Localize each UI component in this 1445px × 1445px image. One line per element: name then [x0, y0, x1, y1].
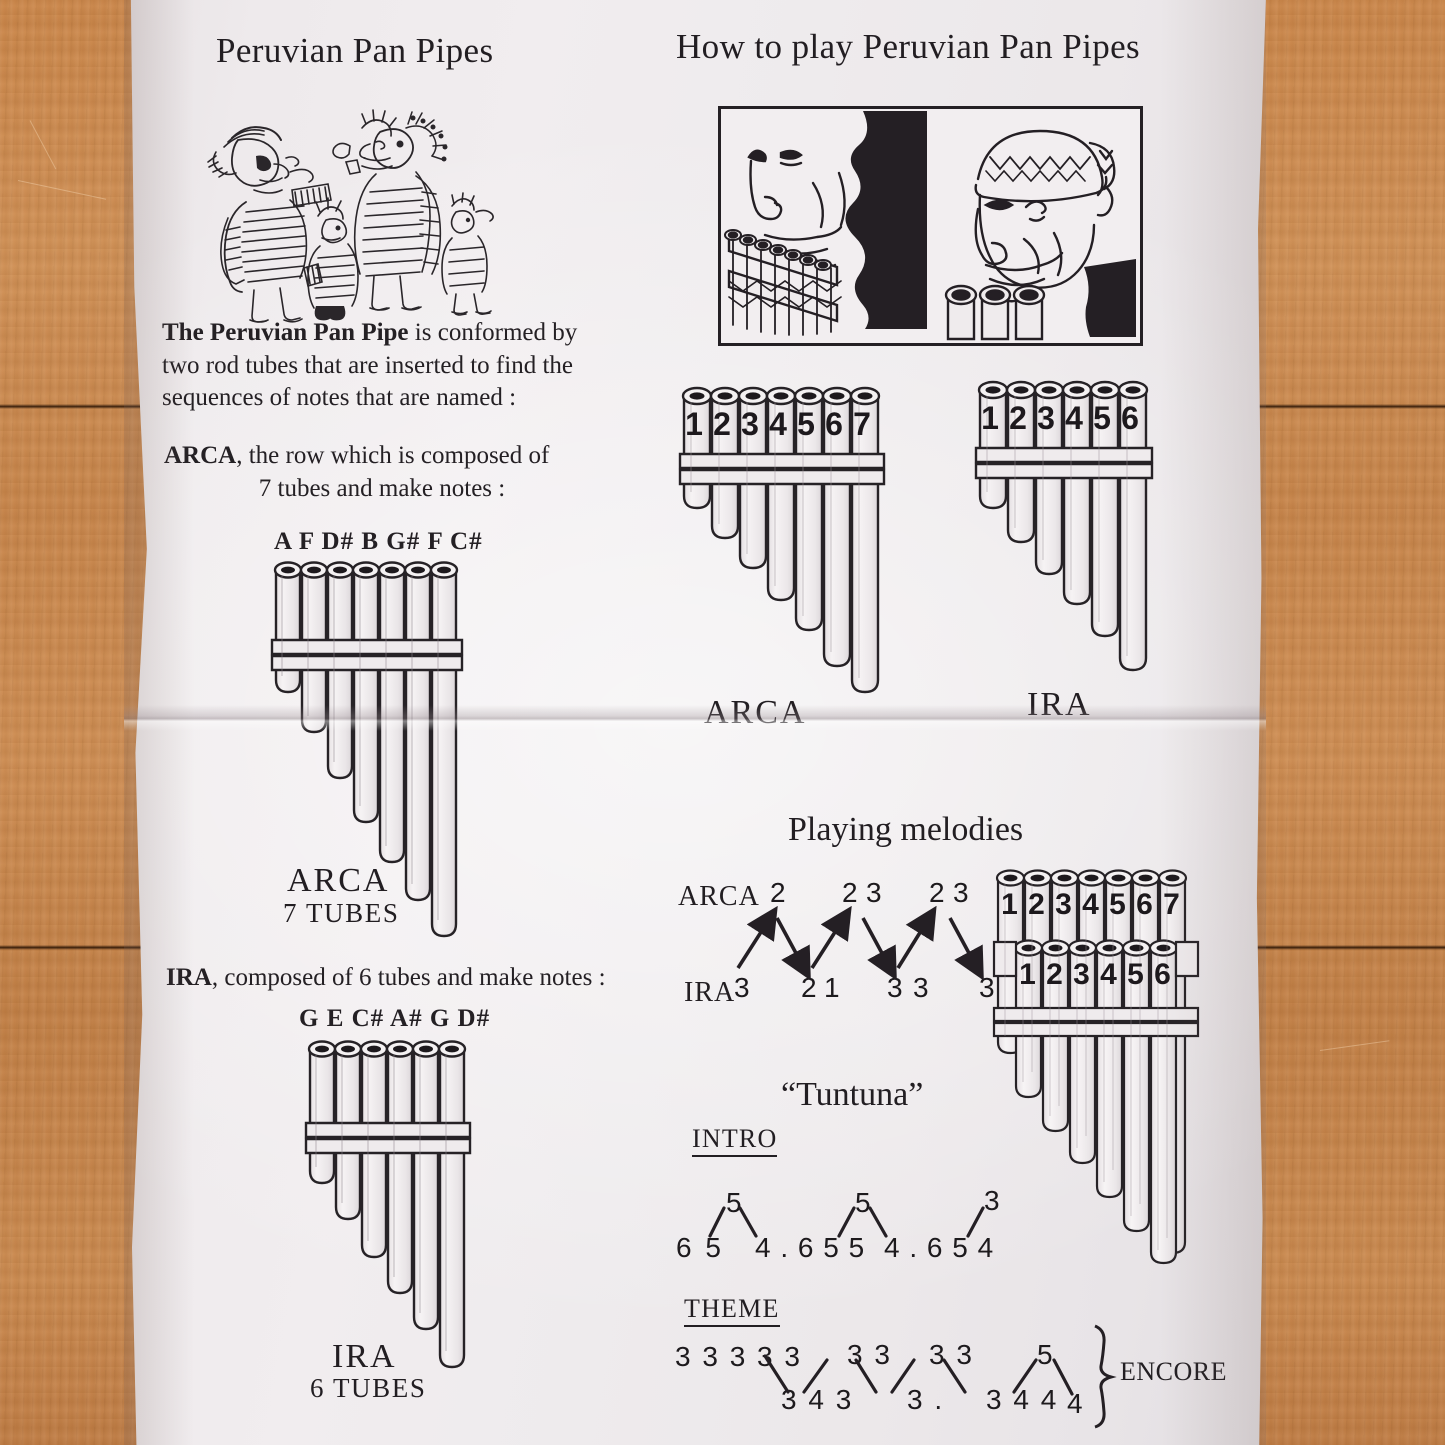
theme-peak: 3 3 — [929, 1339, 974, 1370]
theme-low: 3 4 3 — [781, 1384, 854, 1415]
double-row-pipe-diagram — [992, 866, 1244, 1346]
double-pipe-bottom-numbers: 1 2 3 4 5 6 — [1014, 958, 1176, 992]
theme-low: 3 . — [907, 1384, 945, 1415]
pipe-number: 4 — [1082, 888, 1099, 921]
melody-arca-note: 2 — [842, 877, 858, 908]
ira-paragraph-rest: , composed of 6 tubes and make notes : — [211, 964, 606, 991]
arca-pipe-diagram — [270, 556, 502, 938]
howto-panel-side-view — [718, 106, 934, 346]
arca-pipe-caption: ARCA — [287, 862, 390, 899]
intro-low: 6 5 — [676, 1232, 724, 1263]
intro-paragraph-line3: sequences of notes that are named : — [162, 384, 517, 411]
melody-arca-note: 2 — [770, 877, 786, 908]
howto-panel-front-view — [930, 106, 1143, 346]
ira-pipe-caption: IRA — [332, 1338, 397, 1375]
melody-arrows — [664, 860, 1064, 1000]
pipe-number: 1 — [685, 406, 703, 442]
ira-pipe-numbers: 1 2 3 4 5 6 — [976, 400, 1152, 437]
arca-paragraph-lead: ARCA — [164, 442, 237, 469]
ira-numbered-caption: IRA — [1027, 686, 1092, 723]
pipe-number: 3 — [1055, 888, 1072, 921]
melody-ira-label: IRA — [684, 977, 736, 1008]
melody-arca-note: 3 — [953, 877, 969, 908]
arca-numbered-pipe-diagram — [678, 384, 920, 694]
ira-paragraph-lead: IRA — [166, 964, 212, 991]
intro-paragraph-rest: is conformed by — [408, 319, 578, 346]
pipe-number: 4 — [1065, 400, 1083, 436]
theme-start: 3 3 3 3 3 — [675, 1341, 802, 1372]
arca-paragraph: ARCA, the row which is composed of 7 tub… — [164, 440, 634, 505]
pipe-number: 1 — [1001, 888, 1018, 921]
intro-peak: 5 — [726, 1187, 742, 1218]
melody-arca-label: ARCA — [678, 881, 760, 912]
pipe-number: 6 — [825, 406, 843, 442]
intro-paragraph-line2: two rod tubes that are inserted to find … — [162, 351, 573, 379]
pipe-number: 6 — [1136, 888, 1153, 921]
melody-arca-note: 3 — [866, 877, 882, 908]
pipe-number: 4 — [1100, 958, 1117, 991]
right-column-title: How to play Peruvian Pan Pipes — [676, 27, 1141, 66]
theme-peak: 5 — [1037, 1339, 1053, 1370]
arca-paragraph-rest: , the row which is composed of — [236, 442, 550, 469]
theme-peak: 3 3 — [847, 1339, 892, 1370]
pipe-number: 6 — [1121, 400, 1139, 436]
ira-paragraph: IRA, composed of 6 tubes and make notes … — [166, 962, 666, 995]
arca-paragraph-line2: 7 tubes and make notes : — [258, 474, 506, 502]
leaflet-content: Peruvian Pan Pipes — [124, 0, 1266, 1445]
arca-numbered-caption: ARCA — [704, 694, 807, 731]
tuntuna-title: “Tuntuna” — [781, 1076, 924, 1113]
theme-low: 3 4 4 — [986, 1384, 1059, 1415]
intro-low: 4 . 6 5 4 — [884, 1232, 995, 1263]
theme-heading: THEME — [684, 1294, 780, 1327]
arca-pipe-subcaption: 7 TUBES — [283, 898, 400, 928]
arca-notes-row: A F D# B G# F C# — [274, 528, 483, 555]
intro-low: 4 . 6 5 5 — [755, 1232, 866, 1263]
intro-peak: 3 — [984, 1185, 1000, 1216]
pipe-number: 2 — [713, 406, 731, 442]
pipe-number: 1 — [981, 400, 999, 436]
melody-ira-note: 1 — [824, 972, 840, 1003]
ira-numbered-pipe-diagram — [974, 378, 1191, 672]
pipe-number: 1 — [1019, 958, 1036, 991]
pipe-number: 2 — [1028, 888, 1045, 921]
pipe-number: 5 — [797, 406, 815, 442]
melody-arca-note: 2 — [929, 877, 945, 908]
pipe-number: 4 — [769, 406, 787, 442]
pipe-number: 6 — [1154, 958, 1171, 991]
pipe-number: 7 — [853, 406, 871, 442]
pipe-number: 5 — [1109, 888, 1126, 921]
intro-heading: INTRO — [692, 1124, 778, 1157]
intro-peak: 5 — [855, 1187, 871, 1218]
arca-pipe-numbers: 1 2 3 4 5 6 7 — [680, 406, 884, 443]
ira-pipe-diagram — [304, 1035, 516, 1395]
pipe-number: 3 — [1073, 958, 1090, 991]
intro-paragraph: The Peruvian Pan Pipe is conformed by tw… — [162, 317, 632, 415]
pipe-number: 3 — [741, 406, 759, 442]
pipe-number: 5 — [1093, 400, 1111, 436]
double-pipe-top-numbers: 1 2 3 4 5 6 7 — [996, 888, 1185, 922]
pipe-number: 2 — [1009, 400, 1027, 436]
pipe-number: 2 — [1046, 958, 1063, 991]
playing-melodies-heading: Playing melodies — [788, 811, 1024, 848]
inca-musicians-illustration — [194, 80, 514, 323]
encore-label: ENCORE — [1120, 1357, 1227, 1386]
encore-brace-icon — [1089, 1324, 1123, 1429]
pipe-number: 7 — [1163, 888, 1180, 921]
melody-ira-note: 3 — [734, 972, 750, 1003]
ira-notes-row: G E C# A# G D# — [299, 1005, 491, 1032]
intro-paragraph-lead: The Peruvian Pan Pipe — [162, 319, 409, 346]
left-column-title: Peruvian Pan Pipes — [216, 31, 494, 70]
ira-pipe-subcaption: 6 TUBES — [310, 1373, 427, 1403]
pipe-number: 3 — [1037, 400, 1055, 436]
melody-ira-note: 3 — [913, 972, 929, 1003]
theme-low: 4 — [1067, 1388, 1083, 1419]
theme-connector-lines — [664, 1320, 1144, 1410]
pipe-number: 5 — [1127, 958, 1144, 991]
intro-connector-lines — [664, 1170, 1084, 1250]
